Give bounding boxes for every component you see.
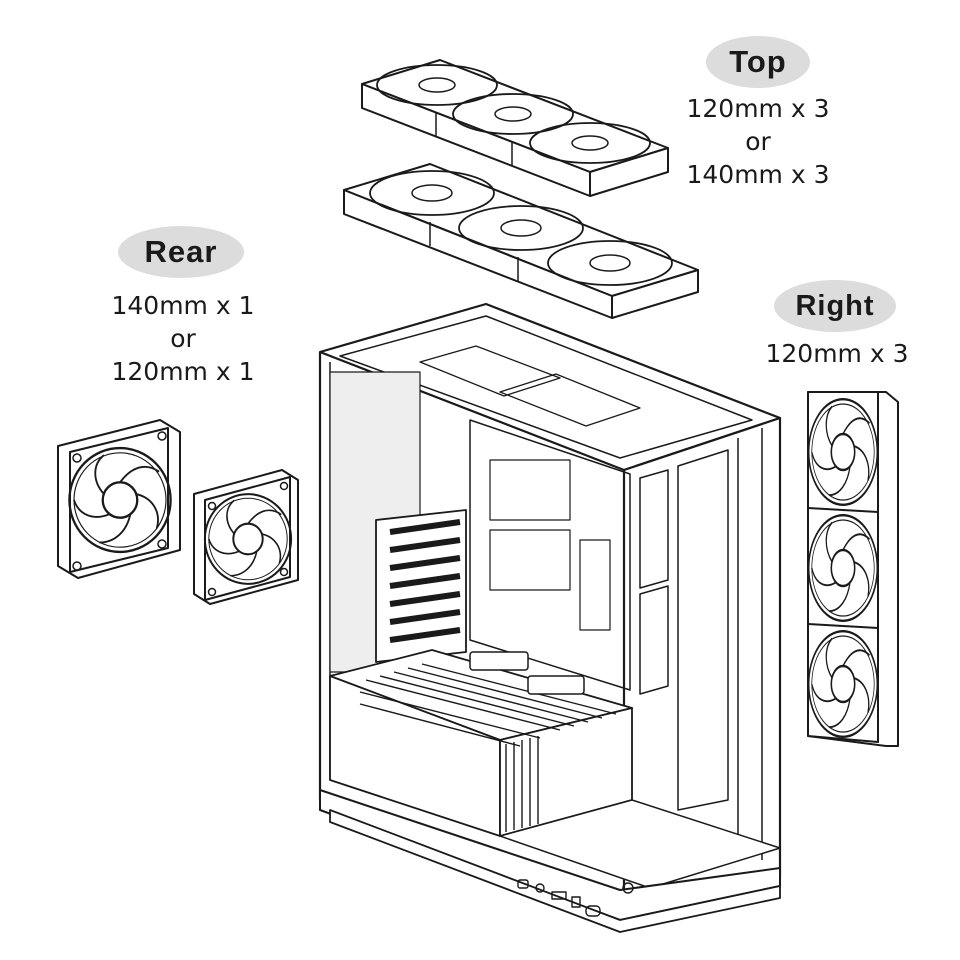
- pc-case: [318, 302, 782, 933]
- rear-spec-line-1: 140mm x 1: [111, 291, 255, 320]
- top-spec-line-1: 120mm x 3: [686, 94, 830, 123]
- top-zone-label: Top: [706, 36, 810, 88]
- top-fan-tray-lower: [343, 163, 699, 319]
- rear-zone-spec: 140mm x 1 or 120mm x 1: [98, 289, 268, 388]
- top-zone-spec: 120mm x 3 or 140mm x 3: [672, 92, 844, 191]
- rear-zone-label: Rear: [118, 226, 244, 278]
- rear-spec-line-2: or: [170, 324, 196, 353]
- rear-fan-140: [57, 419, 181, 579]
- rear-fan-120: [193, 469, 299, 605]
- right-zone-label: Right: [774, 280, 896, 332]
- right-fan-stack: [807, 391, 899, 747]
- top-fan-tray-upper: [361, 59, 669, 197]
- right-spec-line-1: 120mm x 3: [765, 339, 909, 368]
- top-spec-line-3: 140mm x 3: [686, 160, 830, 189]
- top-spec-line-2: or: [745, 127, 771, 156]
- right-zone-spec: 120mm x 3: [752, 337, 922, 370]
- rear-spec-line-3: 120mm x 1: [111, 357, 255, 386]
